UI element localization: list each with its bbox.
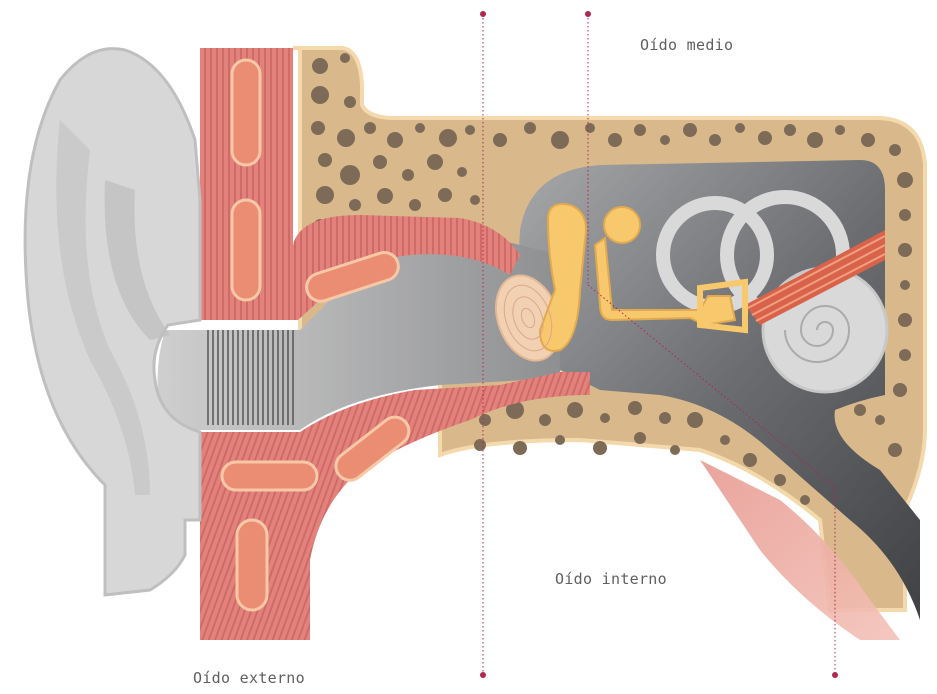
pinna [25, 49, 200, 595]
label-middle-ear: Oído medio [640, 36, 733, 54]
label-outer-ear: Oído externo [193, 669, 305, 687]
label-inner-ear: Oído interno [555, 570, 667, 588]
